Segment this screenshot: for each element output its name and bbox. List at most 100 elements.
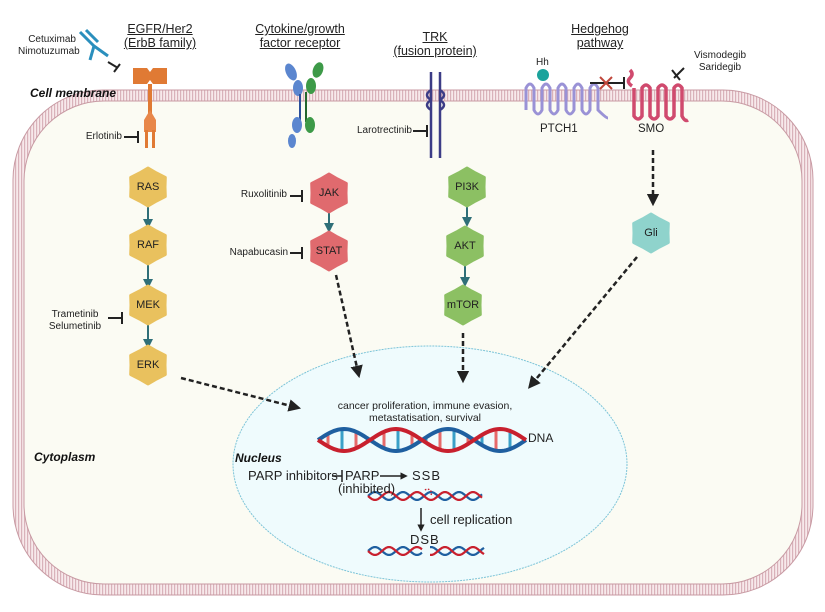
dashed-arrows	[180, 150, 660, 412]
hh-label: Hh	[536, 57, 549, 68]
node-label: JAK	[319, 187, 340, 199]
drug-ruxolitinib: Ruxolitinib	[240, 189, 287, 200]
egfr-receptor	[133, 68, 167, 148]
inhibit-larotrectinib	[413, 125, 428, 137]
egfr-title-line2: (ErbB family)	[123, 36, 197, 50]
ssb-label: SSB	[412, 468, 442, 483]
node-shape	[129, 224, 167, 266]
drug-saridegib: Saridegib	[698, 62, 742, 73]
inhibit-erlotinib	[124, 131, 139, 143]
node-label: MEK	[136, 299, 161, 311]
node-jak: JAK	[310, 172, 348, 214]
egfr-antibody-drugs: Cetuximab Nimotuzumab	[18, 34, 80, 58]
dsb-label: DSB	[410, 532, 440, 547]
node-shape	[310, 230, 348, 272]
node-label: ERK	[137, 359, 160, 371]
drug-napabucasin: Napabucasin	[229, 247, 288, 258]
node-mtor: mTOR	[444, 284, 482, 326]
node-label: PI3K	[455, 181, 480, 193]
node-shape	[632, 212, 670, 254]
dna-strand	[367, 491, 483, 501]
node-shape	[310, 172, 348, 214]
hh-ligand-icon	[537, 69, 549, 81]
nucleus	[232, 345, 628, 583]
egfr-title-line1: EGFR/Her2	[127, 22, 193, 36]
cytokine-title-line2: factor receptor	[259, 36, 341, 50]
parp-label: PARP	[345, 468, 380, 483]
outcome-line1: cancer proliferation, immune evasion,	[337, 400, 513, 412]
node-shape	[129, 344, 167, 386]
hedgehog-title-line2: pathway	[576, 36, 624, 50]
egfr-title: EGFR/Her2 (ErbB family)	[110, 22, 210, 50]
outcome-line2: metastatisation, survival	[368, 412, 482, 424]
node-shape	[444, 284, 482, 326]
node-shape	[129, 284, 167, 326]
inhibit-vismodegib	[671, 67, 685, 81]
stat-to-nucleus-arrow	[334, 274, 363, 379]
node-label: AKT	[454, 240, 476, 252]
dna-ssb-helix	[367, 491, 483, 501]
trk-receptor	[425, 72, 446, 158]
cytokine-receptor	[285, 62, 324, 148]
erk-to-nucleus-arrow	[180, 376, 302, 412]
node-label: mTOR	[447, 299, 479, 311]
node-gli: Gli	[632, 212, 670, 254]
node-erk: ERK	[129, 344, 167, 386]
parp-inhibitors-label: PARP inhibitors	[248, 468, 338, 483]
cytokine-title: Cytokine/growth factor receptor	[245, 22, 355, 50]
nucleus-outcome: cancer proliferation, immune evasion, me…	[300, 400, 550, 424]
ptch1-label: PTCH1	[540, 123, 578, 135]
trk-title-line1: TRK	[422, 30, 448, 44]
node-label: RAS	[137, 181, 160, 193]
cytoplasm-label: Cytoplasm	[34, 450, 96, 464]
node-pi3k: PI3K	[448, 166, 486, 208]
antibody-icon	[78, 28, 109, 61]
dna-strand	[367, 546, 485, 556]
hedgehog-title-line1: Hedgehog	[571, 22, 629, 36]
nucleus-label: Nucleus	[235, 451, 282, 465]
node-shape	[129, 166, 167, 208]
inhibit-cetuximab	[107, 61, 121, 73]
ssb-break-dots	[424, 488, 433, 496]
node-shape	[446, 225, 484, 267]
trk-title: TRK (fusion protein)	[385, 30, 485, 58]
node-label: STAT	[316, 245, 343, 257]
drug-vismodegib: Vismodegib	[693, 50, 747, 61]
dna-strand	[367, 546, 485, 556]
hedgehog-title: Hedgehog pathway	[560, 22, 640, 50]
node-stat: STAT	[310, 230, 348, 272]
smo-receptor	[626, 68, 689, 123]
node-ras: RAS	[129, 166, 167, 208]
gli-to-nucleus-arrow	[528, 256, 638, 389]
node-mek: MEK	[129, 284, 167, 326]
drug-cetuximab: Cetuximab	[28, 34, 76, 45]
trk-title-line2: (fusion protein)	[393, 44, 477, 58]
parp-state-label: (inhibited)	[338, 481, 396, 496]
dna-strand	[367, 491, 483, 501]
dna-strand	[316, 426, 528, 454]
node-label: RAF	[137, 239, 159, 251]
drug-selumetinib: Selumetinib	[48, 321, 102, 332]
cell-membrane-label: Cell membrane	[30, 86, 117, 100]
node-akt: AKT	[446, 225, 484, 267]
dna-dsb-helix	[367, 546, 485, 556]
cell-replication-label: cell replication	[430, 512, 513, 527]
drug-larotrectinib: Larotrectinib	[356, 125, 412, 136]
drug-trametinib: Trametinib	[51, 309, 99, 320]
node-label: Gli	[644, 227, 657, 239]
hedgehog-drugs: Vismodegib Saridegib	[690, 50, 750, 74]
ptch1-receptor	[524, 82, 609, 120]
node-shape	[448, 166, 486, 208]
drug-erlotinib: Erlotinib	[85, 131, 122, 142]
dna-label: DNA	[528, 431, 554, 445]
inhibit-parp	[332, 470, 343, 482]
smo-label: SMO	[638, 123, 665, 135]
mek-drugs: Trametinib Selumetinib	[48, 309, 102, 333]
blocked-x-icon	[599, 76, 613, 90]
dna-helix	[316, 426, 528, 454]
cytokine-title-line1: Cytokine/growth	[255, 22, 345, 36]
node-raf: RAF	[129, 224, 167, 266]
drug-nimotuzumab: Nimotuzumab	[18, 46, 80, 57]
